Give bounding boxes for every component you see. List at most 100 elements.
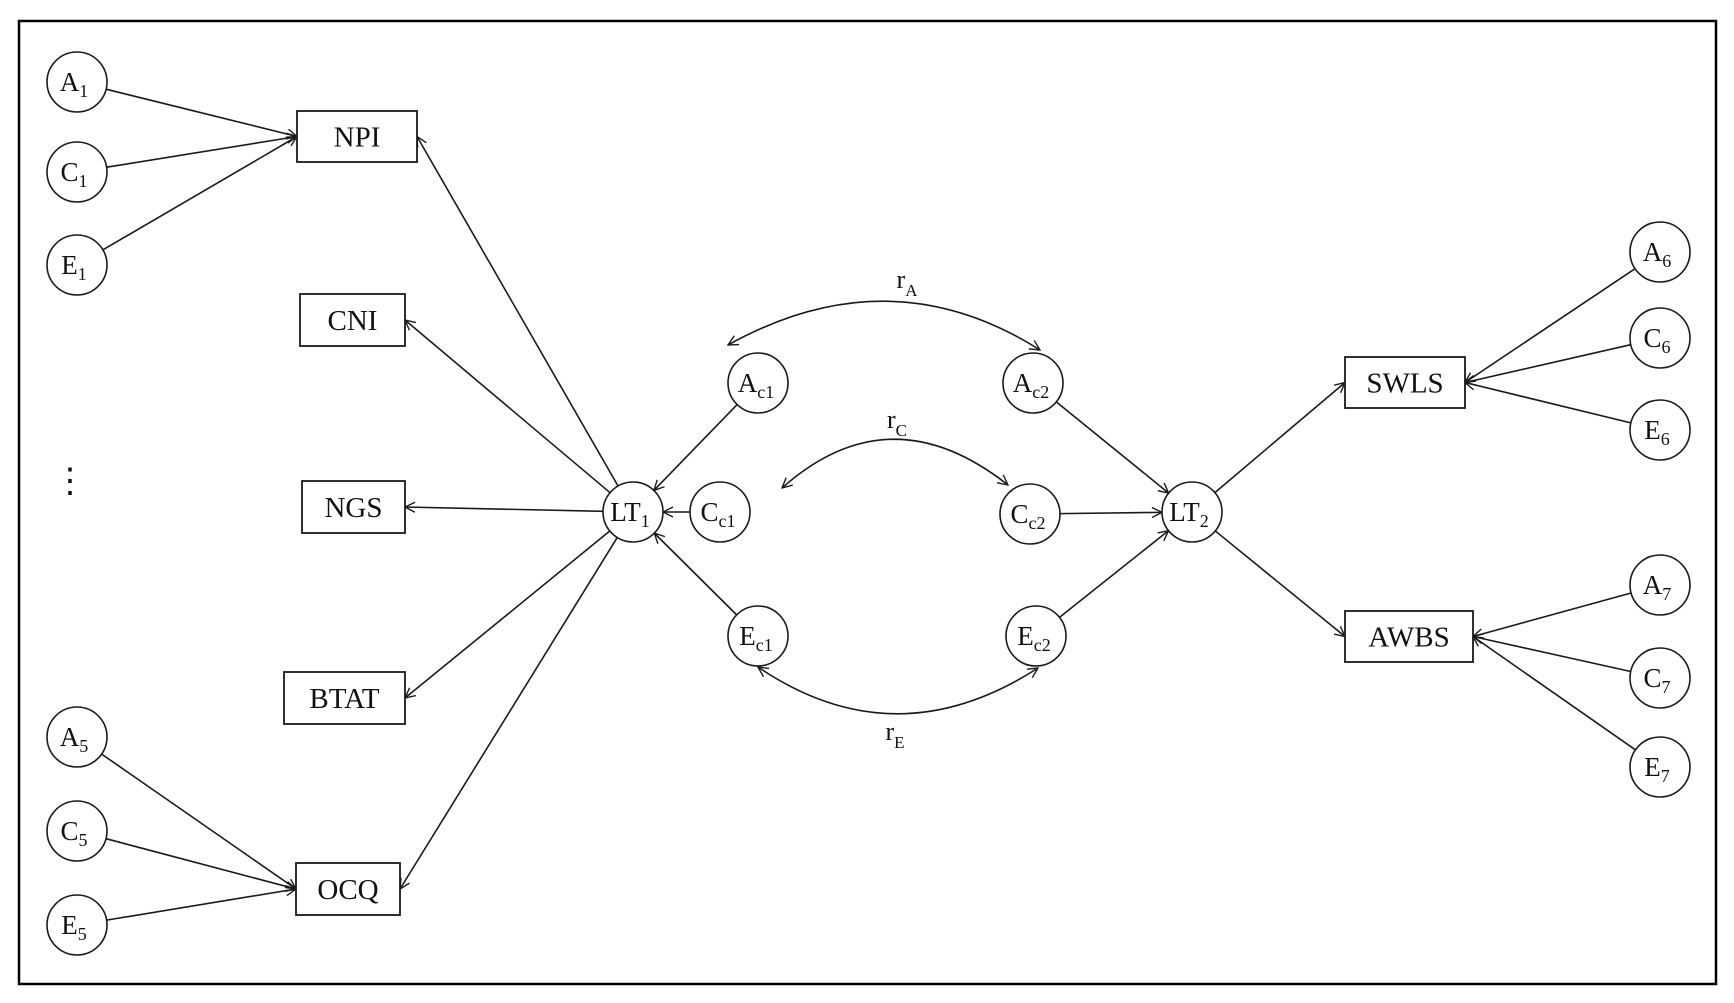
node-label-base: C	[1010, 499, 1028, 529]
measure-label: CNI	[328, 305, 378, 337]
edges-layer	[101, 88, 1636, 921]
node-label-base: E	[61, 910, 78, 940]
measure-box-awbs: AWBS	[1344, 610, 1474, 663]
path-arrow-c6-to-swls	[1465, 343, 1631, 383]
node-label: LT2	[1169, 497, 1209, 531]
node-circle	[727, 352, 789, 414]
path-arrow-lt1-to-ocq	[400, 537, 618, 889]
node-circle	[1629, 399, 1691, 461]
path-arrow-e5-to-ocq	[106, 889, 296, 921]
node-label: LT1	[610, 497, 650, 531]
measure-box-rect	[299, 293, 406, 347]
path-arrow-a7-to-awbs	[1473, 592, 1632, 637]
measure-box-ocq: OCQ	[295, 862, 401, 916]
node-circle	[46, 51, 108, 113]
node-label: C6	[1643, 323, 1670, 357]
measure-label: NPI	[334, 122, 381, 154]
measure-box-btat: BTAT	[283, 671, 406, 725]
node-e1: E1	[46, 234, 108, 296]
measure-label: AWBS	[1368, 622, 1449, 654]
node-label-base: E	[1017, 621, 1034, 651]
node-label-base: C	[1643, 663, 1661, 693]
path-arrow-e7-to-awbs	[1473, 637, 1636, 751]
node-cc2: Cc2	[999, 483, 1061, 545]
node-label-subscript: c2	[1032, 382, 1049, 402]
node-a5: A5	[46, 706, 108, 768]
node-label: A7	[1643, 570, 1672, 604]
path-arrow-a1-to-npi	[105, 88, 297, 136]
node-ac2: Ac2	[1002, 352, 1064, 414]
node-label-subscript: 5	[79, 830, 88, 850]
measure-label: SWLS	[1366, 368, 1443, 400]
path-arrow-lt2-to-awbs	[1214, 530, 1345, 637]
node-label-subscript: c1	[719, 511, 736, 531]
node-label-base: C	[60, 816, 78, 846]
node-label: Cc2	[1010, 499, 1045, 533]
node-label-subscript: c2	[1029, 513, 1046, 533]
node-circle	[1629, 307, 1691, 369]
node-label: Ac2	[1013, 368, 1050, 402]
node-circle	[1002, 352, 1064, 414]
node-label: Ec2	[1017, 621, 1051, 655]
path-arrow-a5-to-ocq	[101, 753, 296, 889]
measure-box-rect	[1344, 610, 1474, 663]
node-cc1: Cc1	[689, 481, 751, 543]
correlation-label-base: r	[885, 717, 894, 746]
measure-box-ngs: NGS	[301, 480, 406, 534]
node-label-subscript: 2	[1200, 511, 1209, 531]
measure-box-npi: NPI	[296, 110, 418, 163]
node-label-subscript: 6	[1661, 429, 1670, 449]
node-label-subscript: 7	[1662, 584, 1671, 604]
path-arrow-ac1-to-lt1	[654, 403, 738, 491]
node-e7: E7	[1629, 736, 1691, 798]
correlation-arc-ra	[728, 300, 1040, 350]
node-label-base: E	[1644, 415, 1661, 445]
node-label-base: A	[60, 67, 80, 97]
node-circle	[46, 706, 108, 768]
measure-label: OCQ	[317, 874, 378, 906]
node-label: A5	[60, 722, 89, 756]
path-arrow-lt1-to-cni	[405, 320, 611, 494]
node-circle	[1629, 736, 1691, 798]
ellipsis-marker: ⋮	[53, 463, 87, 500]
node-label-subscript: 7	[1661, 766, 1670, 786]
measure-box-rect	[283, 671, 406, 725]
node-label-subscript: 1	[79, 81, 88, 101]
node-circle	[1161, 481, 1223, 543]
node-label-base: E	[739, 621, 756, 651]
node-c7: C7	[1629, 647, 1691, 709]
node-label: C5	[60, 816, 87, 850]
path-arrow-e1-to-npi	[102, 137, 297, 251]
node-label: E6	[1644, 415, 1670, 449]
node-label-base: E	[1644, 752, 1661, 782]
measure-box-rect	[301, 480, 406, 534]
node-e5: E5	[46, 894, 108, 956]
path-arrow-lt1-to-npi	[417, 137, 619, 487]
node-label-base: LT	[1169, 497, 1200, 527]
measure-label: BTAT	[309, 683, 379, 715]
node-ec2: Ec2	[1005, 605, 1067, 667]
node-circle	[46, 894, 108, 956]
correlation-label-subscript: E	[894, 733, 904, 752]
path-arrow-lt1-to-btat	[405, 530, 611, 698]
node-label-subscript: 1	[641, 511, 650, 531]
node-label-base: C	[60, 157, 78, 187]
node-label: A1	[60, 67, 89, 101]
node-circle	[1629, 554, 1691, 616]
node-a7: A7	[1629, 554, 1691, 616]
node-label-subscript: 5	[79, 736, 88, 756]
measure-label: NGS	[324, 492, 382, 524]
node-circle	[602, 481, 664, 543]
node-c5: C5	[46, 800, 108, 862]
node-label: Ac1	[738, 368, 775, 402]
node-ec1: Ec1	[727, 605, 789, 667]
node-label: C1	[60, 157, 87, 191]
path-arrow-lt2-to-swls	[1214, 383, 1345, 494]
node-ac1: Ac1	[727, 352, 789, 414]
node-label-subscript: 6	[1662, 337, 1671, 357]
correlation-label-subscript: A	[905, 281, 918, 300]
node-label-subscript: 5	[78, 924, 87, 944]
node-lt1: LT1	[602, 481, 664, 543]
